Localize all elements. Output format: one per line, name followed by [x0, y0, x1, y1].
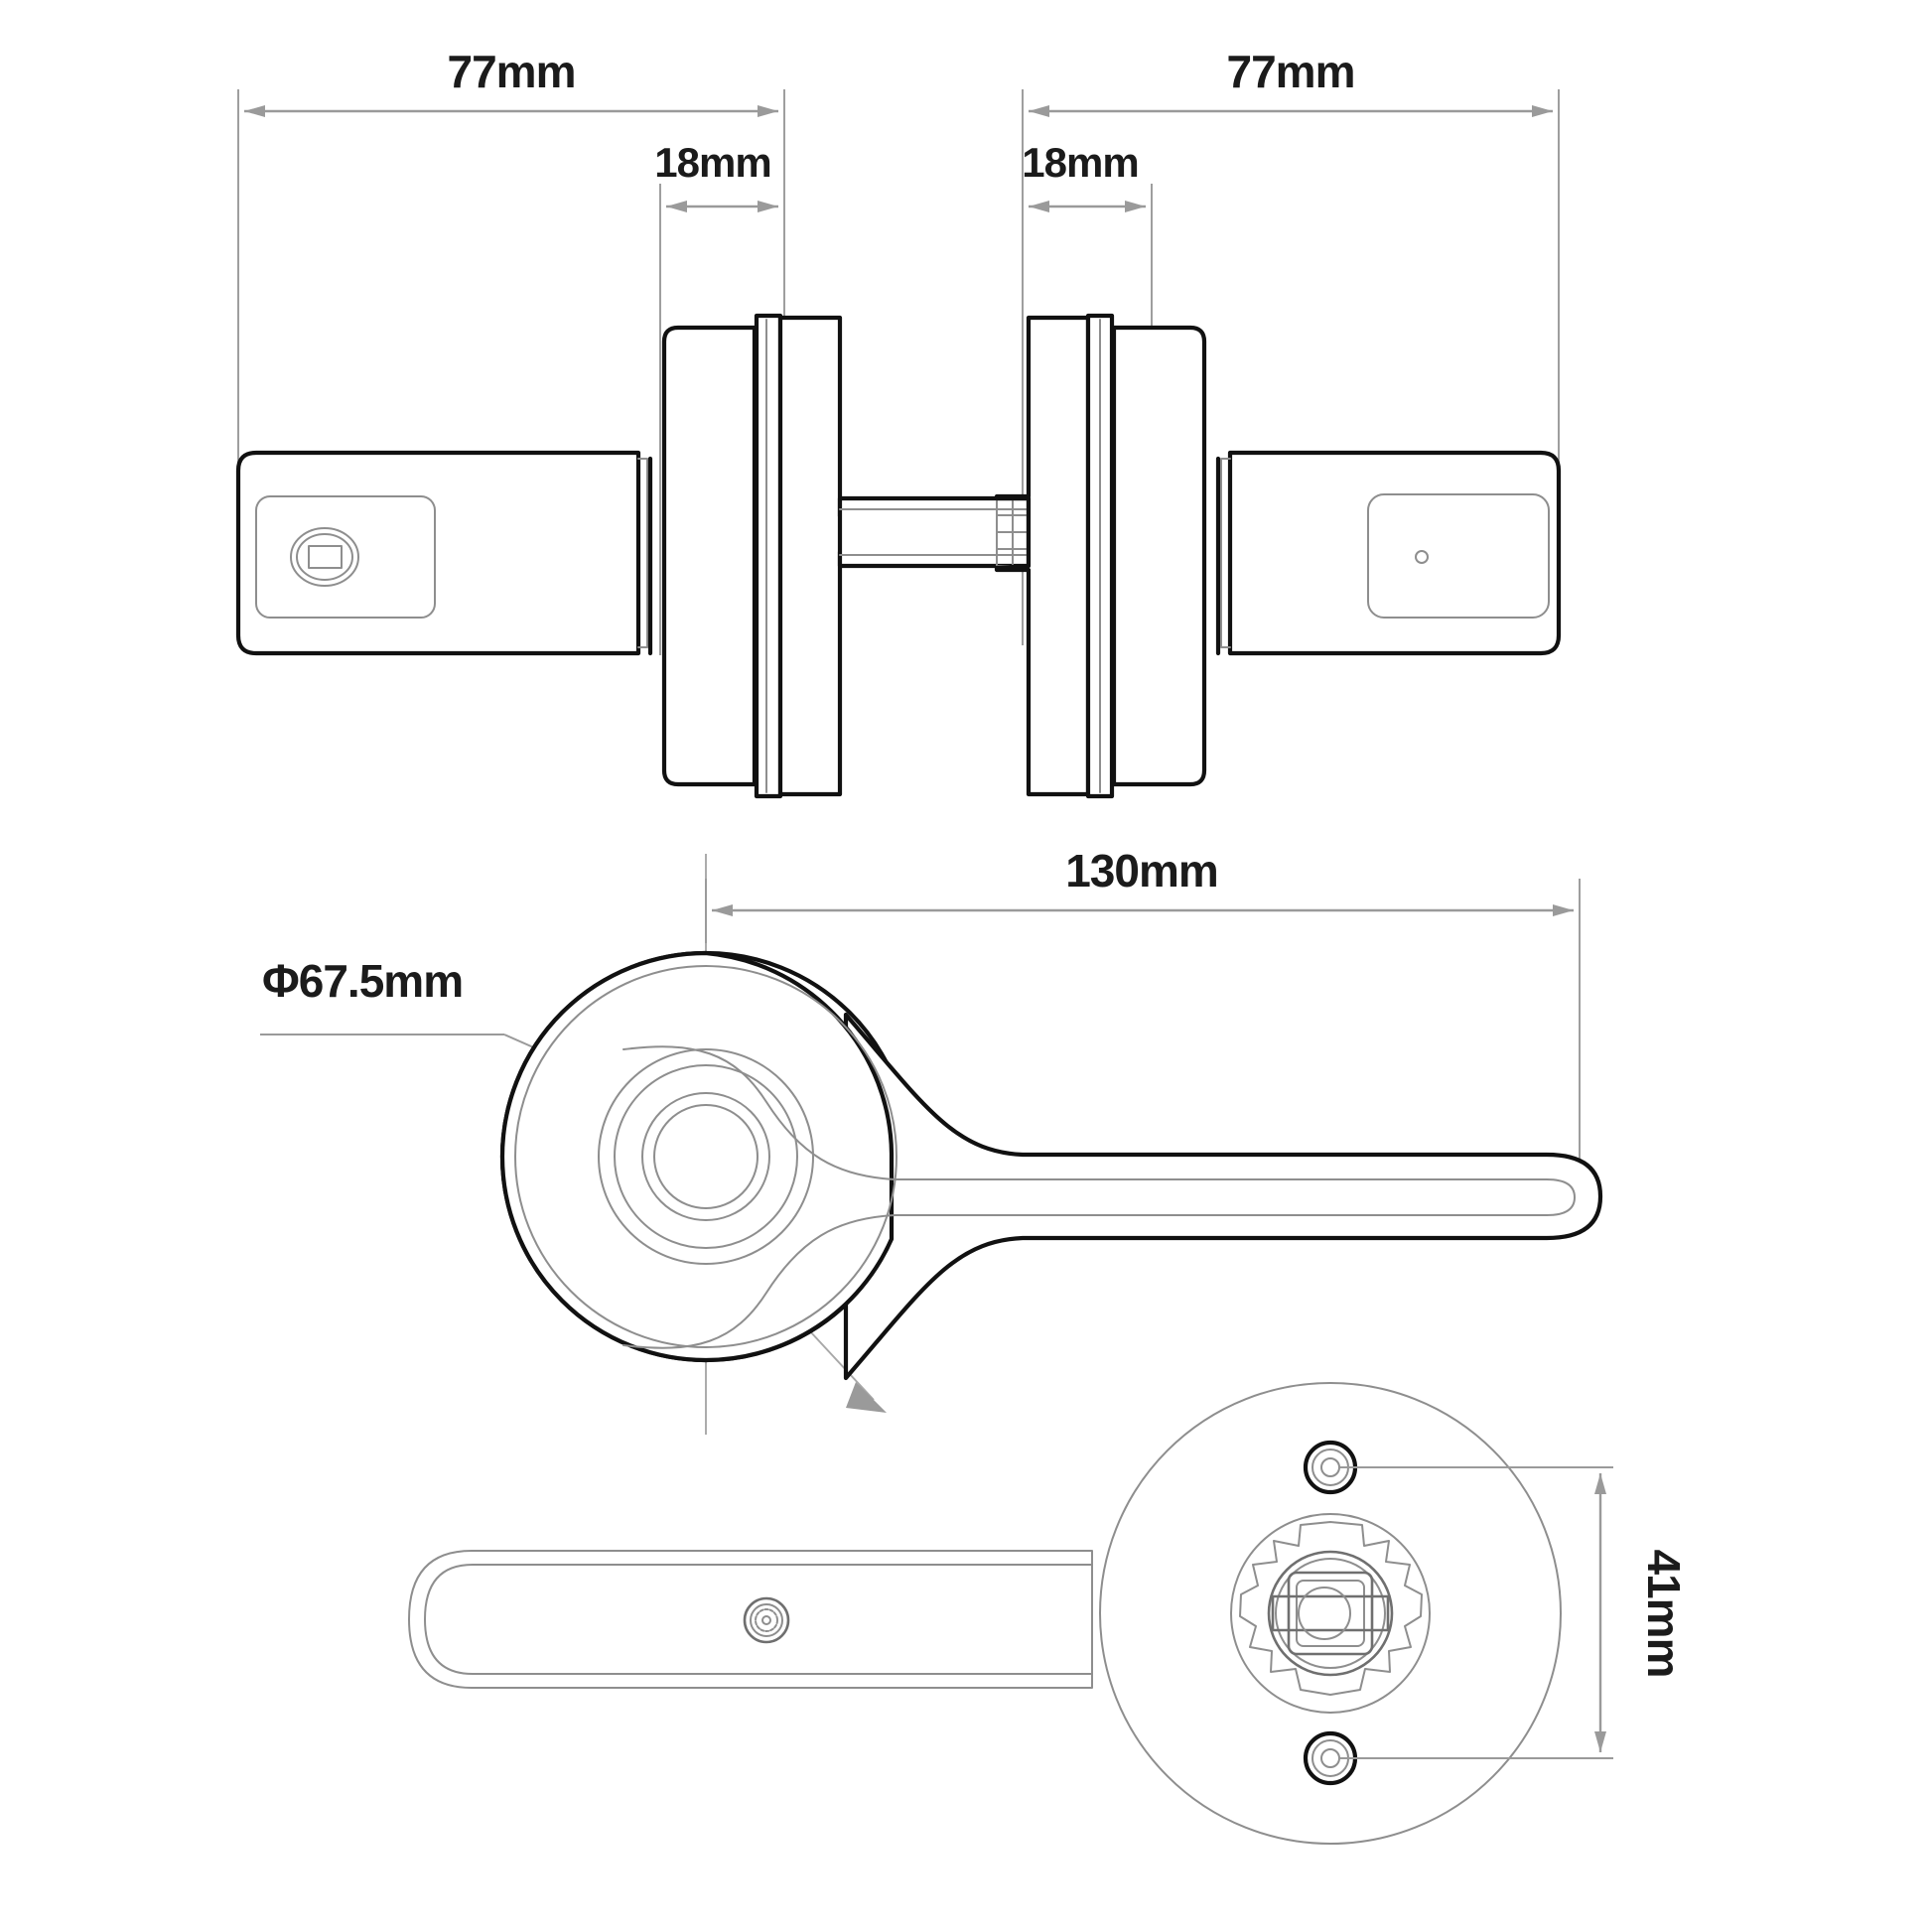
hub-collar-outer: [1267, 1550, 1394, 1677]
dim-label-130: 130mm: [1065, 845, 1218, 897]
hub-collar-inner: [1275, 1558, 1386, 1669]
spindle-hub-assembly: [1230, 1513, 1431, 1714]
bottom-lever-inner-contour: [424, 1564, 1093, 1675]
dimension-18-right: 18mm: [1022, 139, 1146, 212]
front-lever-inner-contour: [622, 1045, 1576, 1349]
left-rosette-outer-plate: [661, 325, 758, 787]
keyhole-icon: [290, 527, 359, 587]
dim-label-18-left: 18mm: [654, 139, 770, 186]
view-rear-rosette: 41mm: [1099, 1382, 1690, 1845]
right-rosette-stack: [994, 313, 1221, 799]
hub-square-outer: [1287, 1571, 1374, 1656]
dim-label-77-right: 77mm: [1227, 46, 1355, 97]
dimension-41: 41mm: [1340, 1466, 1690, 1759]
spindle-bar: [837, 495, 1032, 569]
hub-square-mid: [1296, 1580, 1365, 1647]
dimension-diameter-67-5: Φ67.5mm: [260, 955, 887, 1413]
dim-label-41: 41mm: [1638, 1550, 1690, 1678]
view-front-lever: 130mm Φ67.5mm: [260, 845, 1603, 1435]
rear-rosette-disc: [1099, 1382, 1562, 1845]
lever-front-body: [499, 950, 1603, 1381]
hub-outer-circle: [1230, 1513, 1431, 1714]
view-bottom-lever: [408, 1550, 1093, 1689]
hub-ring-2: [641, 1092, 770, 1221]
dimension-77-left: 77mm: [244, 46, 778, 117]
dimension-77-right: 77mm: [1029, 46, 1553, 117]
front-rosette-inner-ring: [514, 965, 897, 1348]
dimension-130: 130mm: [705, 845, 1581, 1172]
hub-ring-4: [598, 1048, 814, 1265]
dim-label-diameter: Φ67.5mm: [262, 955, 463, 1007]
set-screw-icon: [743, 1596, 790, 1644]
view-top-assembly: 77mm 18mm 18mm 77mm: [235, 46, 1562, 799]
hub-cross-band: [1271, 1594, 1390, 1632]
right-handle-body: [1220, 450, 1562, 656]
left-rosette-stack: [647, 313, 875, 799]
spindle-bore: [1298, 1587, 1351, 1640]
right-indicator-panel: [1367, 493, 1550, 619]
dim-label-18-right: 18mm: [1022, 139, 1138, 186]
diameter-arrow-lower: [846, 1382, 887, 1413]
hub-serrated-ring: [1239, 1521, 1423, 1696]
dim-label-77-left: 77mm: [448, 46, 576, 97]
front-lever-arm-bold: [843, 1012, 1603, 1381]
left-keyhole-panel: [255, 495, 436, 619]
indicator-dot-icon: [1415, 550, 1429, 564]
left-handle-body: [235, 450, 648, 656]
dimension-18-left: 18mm: [654, 139, 778, 212]
right-rosette-outer-plate: [1111, 325, 1207, 787]
hub-ring-3: [614, 1064, 798, 1249]
left-rosette-inner-plate: [754, 313, 783, 799]
hub-ring-1: [653, 1104, 759, 1209]
